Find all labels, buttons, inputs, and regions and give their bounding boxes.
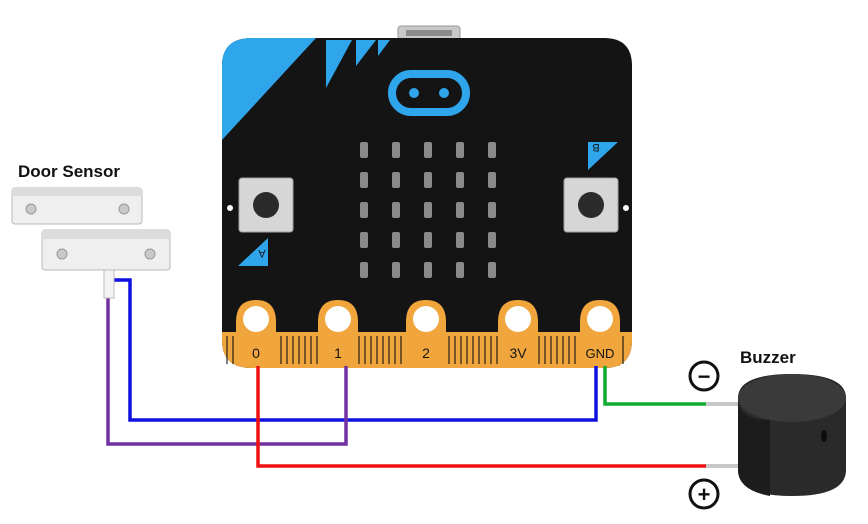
edge-tooth xyxy=(226,336,228,364)
buzzer-label: Buzzer xyxy=(740,348,796,367)
led xyxy=(392,232,400,248)
wire-gnd-to-buzzer-minus xyxy=(603,366,712,406)
pin-hole xyxy=(413,306,439,332)
edge-tooth xyxy=(358,336,360,364)
door-sensor-label: Door Sensor xyxy=(18,162,120,181)
edge-tooth xyxy=(550,336,552,364)
pin-label: GND xyxy=(586,346,615,361)
led xyxy=(488,142,496,158)
edge-tooth xyxy=(382,336,384,364)
edge-tooth xyxy=(466,336,468,364)
edge-tooth xyxy=(478,336,480,364)
wire-sensor-to-pin1 xyxy=(106,296,348,446)
edge-tooth xyxy=(574,336,576,364)
pin-label: 1 xyxy=(334,345,342,361)
led xyxy=(488,172,496,188)
pin-hole xyxy=(243,306,269,332)
led xyxy=(424,202,432,218)
buzzer-hole xyxy=(821,430,827,442)
led xyxy=(360,262,368,278)
pin-hole xyxy=(505,306,531,332)
edge-tooth xyxy=(454,336,456,364)
led xyxy=(424,142,432,158)
led xyxy=(424,172,432,188)
plus-symbol: + xyxy=(698,482,711,507)
edge-tooth xyxy=(394,336,396,364)
led xyxy=(424,232,432,248)
microbit-logo xyxy=(388,70,470,116)
door-sensor: Door Sensor xyxy=(11,162,171,299)
button-b-label: B xyxy=(592,141,599,153)
minus-symbol: − xyxy=(698,364,711,389)
edge-tooth xyxy=(376,336,378,364)
button-a-label: A xyxy=(258,247,266,259)
wire-sensor-to-gnd xyxy=(114,278,598,422)
edge-tooth xyxy=(388,336,390,364)
led xyxy=(392,202,400,218)
edge-tooth xyxy=(448,336,450,364)
edge-tooth xyxy=(484,336,486,364)
led xyxy=(488,202,496,218)
plus-symbol-icon xyxy=(688,478,720,510)
edge-tooth xyxy=(568,336,570,364)
edge-tooth xyxy=(460,336,462,364)
edge-tooth xyxy=(472,336,474,364)
edge-tooth xyxy=(298,336,300,364)
edge-tooth xyxy=(364,336,366,364)
wires xyxy=(106,278,712,468)
edge-tooth xyxy=(556,336,558,364)
pin-label: 0 xyxy=(252,345,260,361)
edge-tooth xyxy=(304,336,306,364)
edge-tooth xyxy=(292,336,294,364)
minus-symbol-icon xyxy=(688,360,720,392)
edge-tooth xyxy=(310,336,312,364)
led xyxy=(392,142,400,158)
edge-tooth xyxy=(538,336,540,364)
edge-tooth xyxy=(562,336,564,364)
edge-tooth xyxy=(544,336,546,364)
microbit-board: A B 0 1 2 3V GND xyxy=(222,25,632,368)
wire-pin0-to-buzzer-plus xyxy=(256,366,712,468)
led xyxy=(424,262,432,278)
edge-tooth xyxy=(232,336,234,364)
edge-tooth xyxy=(316,336,318,364)
edge-tooth xyxy=(400,336,402,364)
pin-label: 2 xyxy=(422,345,430,361)
led xyxy=(392,172,400,188)
pin-label: 3V xyxy=(509,345,527,361)
buzzer: Buzzer − + xyxy=(688,348,846,510)
led xyxy=(360,202,368,218)
led xyxy=(456,172,464,188)
sensor-cable xyxy=(103,269,115,299)
edge-tooth xyxy=(490,336,492,364)
led xyxy=(488,262,496,278)
edge-tooth xyxy=(370,336,372,364)
pin-pads: 0 1 2 3V GND xyxy=(236,300,620,366)
led xyxy=(392,262,400,278)
led xyxy=(456,202,464,218)
edge-tooth xyxy=(622,336,624,364)
led xyxy=(456,262,464,278)
edge-tooth xyxy=(280,336,282,364)
led xyxy=(360,232,368,248)
edge-tooth xyxy=(496,336,498,364)
led xyxy=(456,142,464,158)
edge-tooth xyxy=(286,336,288,364)
led-matrix xyxy=(360,142,496,278)
pin-hole xyxy=(325,306,351,332)
pin-hole xyxy=(587,306,613,332)
led xyxy=(488,232,496,248)
led xyxy=(360,172,368,188)
accent-corner xyxy=(222,38,316,140)
led xyxy=(360,142,368,158)
led xyxy=(456,232,464,248)
